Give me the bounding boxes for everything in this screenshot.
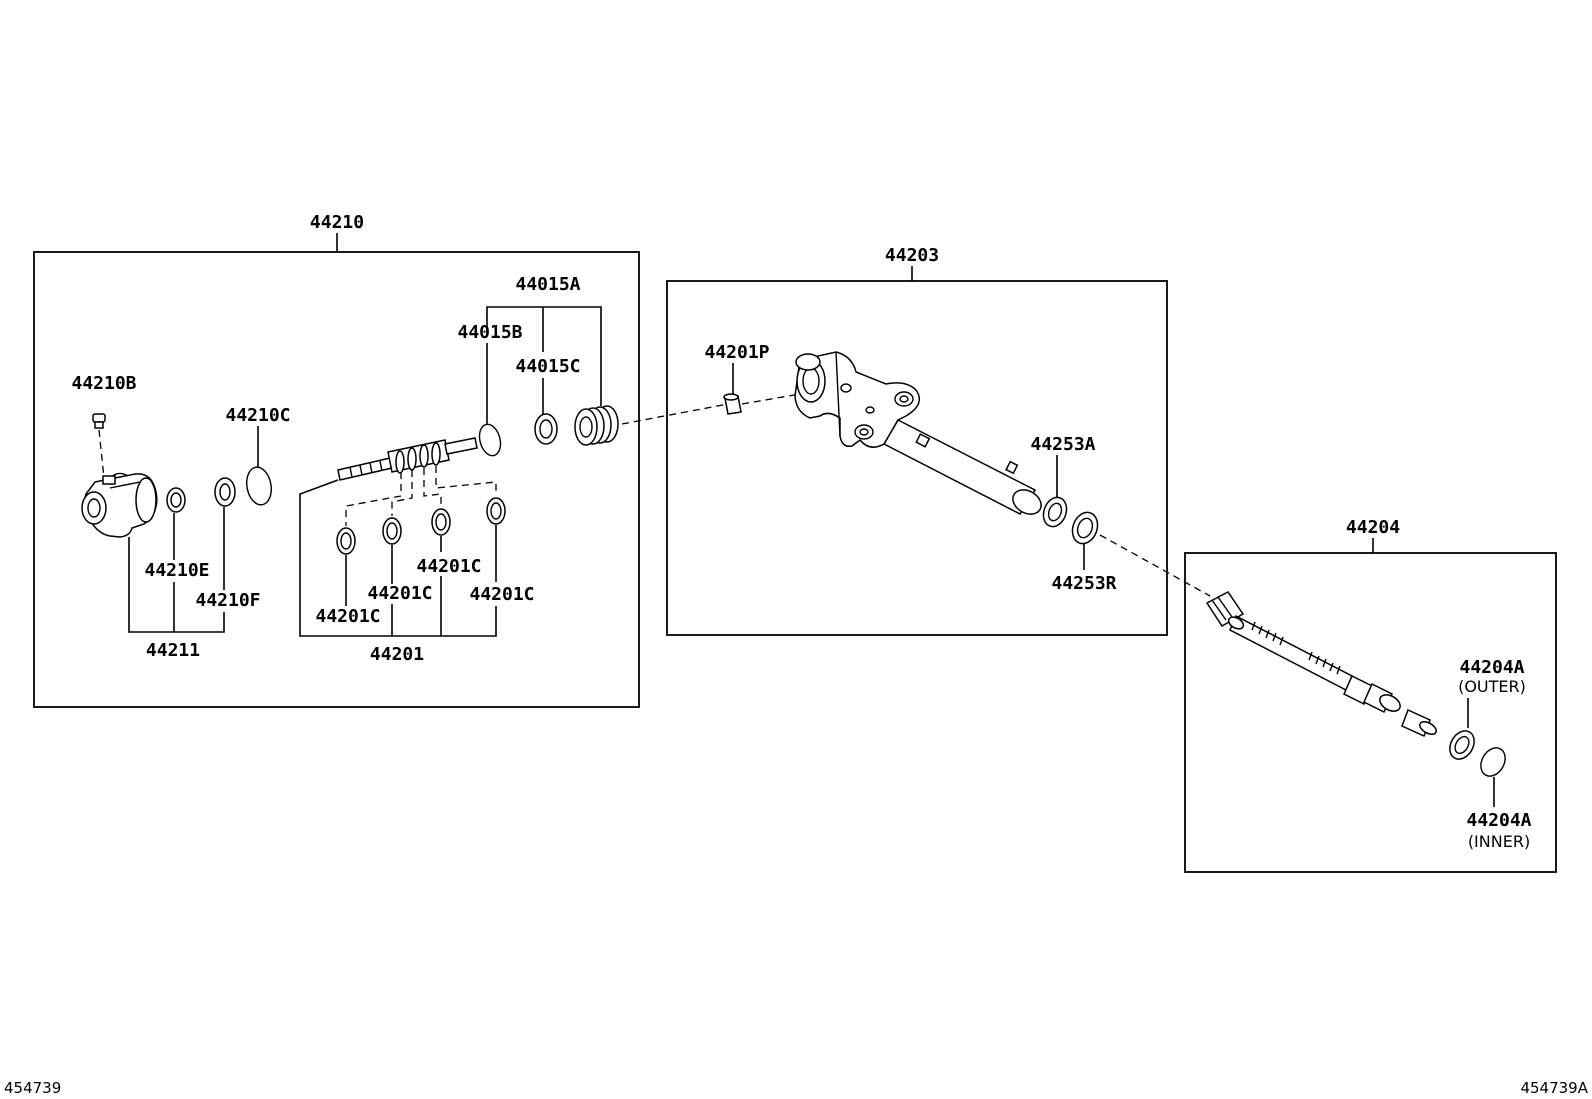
label-44201[interactable]: 44201: [370, 644, 424, 665]
label-44015B[interactable]: 44015B: [457, 322, 522, 343]
label-44203[interactable]: 44203: [885, 245, 939, 266]
label-44253A[interactable]: 44253A: [1030, 434, 1095, 455]
bolt-44210B: [92, 413, 106, 429]
box-44204: [1184, 552, 1557, 873]
label-44253R[interactable]: 44253R: [1051, 573, 1116, 594]
label-outer: (OUTER): [1458, 677, 1526, 696]
bushing-44015A: [574, 405, 619, 446]
rack-44204: [1205, 591, 1437, 738]
label-44210B[interactable]: 44210B: [71, 373, 136, 394]
seal-44210F: [214, 477, 236, 507]
oring-44204A-inner: [1480, 747, 1506, 777]
label-44204A-outer[interactable]: 44204A: [1459, 657, 1524, 678]
seal-44015C: [534, 413, 558, 445]
label-inner: (INNER): [1468, 832, 1530, 851]
label-44210F[interactable]: 44210F: [195, 590, 260, 611]
label-44201C-1[interactable]: 44201C: [315, 606, 380, 627]
seal-44210E: [166, 487, 186, 513]
oring-44210C: [246, 466, 272, 506]
seal-44253R: [1071, 511, 1099, 545]
oring-44015B: [478, 423, 502, 457]
valve-housing-44211: [81, 472, 158, 538]
label-44210[interactable]: 44210: [310, 212, 364, 233]
label-44204[interactable]: 44204: [1346, 517, 1400, 538]
seal-44201C-3: [431, 508, 451, 536]
label-44201C-4[interactable]: 44201C: [469, 584, 534, 605]
label-44210C[interactable]: 44210C: [225, 405, 290, 426]
diagram-code-right: 454739A: [1520, 1079, 1588, 1097]
label-44201P[interactable]: 44201P: [704, 342, 769, 363]
label-44015A[interactable]: 44015A: [515, 274, 580, 295]
label-44211[interactable]: 44211: [146, 640, 200, 661]
seal-44204A-outer: [1449, 730, 1475, 760]
valve-shaft-44201: [337, 437, 478, 481]
label-44201C-2[interactable]: 44201C: [367, 583, 432, 604]
box-44203: [666, 280, 1168, 636]
gear-housing-44203: [794, 351, 1042, 515]
label-44015C[interactable]: 44015C: [515, 356, 580, 377]
seal-44201C-2: [382, 517, 402, 545]
label-44201C-3[interactable]: 44201C: [416, 556, 481, 577]
label-44204A-inner[interactable]: 44204A: [1466, 810, 1531, 831]
plug-44201P: [723, 393, 742, 415]
seal-44253A: [1042, 496, 1068, 528]
seal-44201C-4: [486, 497, 506, 525]
diagram-code-left: 454739: [4, 1079, 61, 1097]
seal-44201C-1: [336, 527, 356, 555]
label-44210E[interactable]: 44210E: [144, 560, 209, 581]
